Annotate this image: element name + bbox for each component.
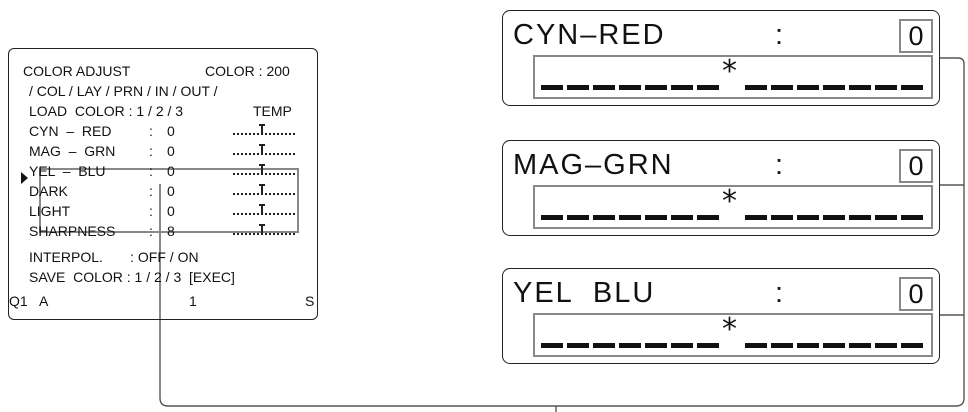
interpolation-setting: INTERPOL. : OFF / ON bbox=[29, 249, 199, 265]
highlight-box bbox=[39, 168, 299, 233]
save-color: SAVE COLOR : 1 / 2 / 3 [EXEC] bbox=[29, 269, 235, 285]
panel-label: CYN–RED bbox=[513, 19, 666, 51]
menu-item-sep: : bbox=[149, 223, 153, 239]
color-number: COLOR : 200 bbox=[205, 63, 290, 79]
status-q: Q1 bbox=[9, 293, 28, 309]
panel-mag-grn: MAG–GRN : 0 * bbox=[502, 140, 940, 236]
panel-value: 0 bbox=[899, 149, 933, 183]
adjust-scale bbox=[233, 204, 295, 216]
menu-item-sep: : bbox=[149, 203, 153, 219]
menu-item-value: 0 bbox=[167, 183, 175, 199]
adjust-bar: * bbox=[533, 185, 933, 229]
panel-label: MAG–GRN bbox=[513, 149, 674, 181]
connector-line bbox=[159, 57, 965, 407]
menu-item-value: 8 bbox=[167, 223, 175, 239]
menu-item-sep: : bbox=[149, 143, 153, 159]
menu-item-value: 0 bbox=[167, 163, 175, 179]
menu-item-sep: : bbox=[149, 183, 153, 199]
center-marker-icon: * bbox=[722, 312, 737, 347]
status-s: S bbox=[305, 293, 315, 309]
panel-value: 0 bbox=[899, 277, 933, 311]
menu-item-value: 0 bbox=[167, 203, 175, 219]
color-adjust-menu: COLOR ADJUST COLOR : 200 / COL / LAY / P… bbox=[8, 48, 318, 320]
menu-title: COLOR ADJUST bbox=[23, 63, 131, 79]
center-marker-icon: * bbox=[722, 184, 737, 219]
panel-colon: : bbox=[775, 149, 784, 181]
adjust-bar: * bbox=[533, 313, 933, 357]
adjust-scale bbox=[233, 224, 295, 236]
menu-item-label: LIGHT bbox=[29, 203, 71, 219]
status-number: 1 bbox=[189, 293, 197, 309]
menu-item-label: CYN – RED bbox=[29, 123, 112, 139]
menu-item-sep: : bbox=[149, 123, 153, 139]
panel-colon: : bbox=[775, 19, 784, 51]
menu-item-label: MAG – GRN bbox=[29, 143, 116, 159]
menu-nav: / COL / LAY / PRN / IN / OUT / bbox=[29, 83, 218, 99]
adjust-scale bbox=[233, 144, 295, 156]
menu-item-label: DARK bbox=[29, 183, 68, 199]
panel-colon: : bbox=[775, 277, 784, 309]
panel-label: YEL BLU bbox=[513, 277, 656, 309]
selection-pointer-icon bbox=[21, 172, 28, 184]
menu-item-label: SHARPNESS bbox=[29, 223, 116, 239]
adjust-scale bbox=[233, 184, 295, 196]
panel-value: 0 bbox=[899, 19, 933, 53]
menu-item-value: 0 bbox=[167, 123, 175, 139]
menu-item-sep: : bbox=[149, 163, 153, 179]
load-color: LOAD COLOR : 1 / 2 / 3 bbox=[29, 103, 184, 119]
status-a: A bbox=[39, 293, 49, 309]
adjust-scale bbox=[233, 164, 295, 176]
panel-yel-blu: YEL BLU : 0 * bbox=[502, 268, 940, 364]
adjust-bar: * bbox=[533, 55, 933, 99]
menu-item-value: 0 bbox=[167, 143, 175, 159]
adjust-scale bbox=[233, 124, 295, 136]
menu-item-label: YEL – BLU bbox=[29, 163, 106, 179]
temp-label: TEMP bbox=[253, 103, 292, 119]
panel-cyn-red: CYN–RED : 0 * bbox=[502, 10, 940, 106]
center-marker-icon: * bbox=[722, 54, 737, 89]
